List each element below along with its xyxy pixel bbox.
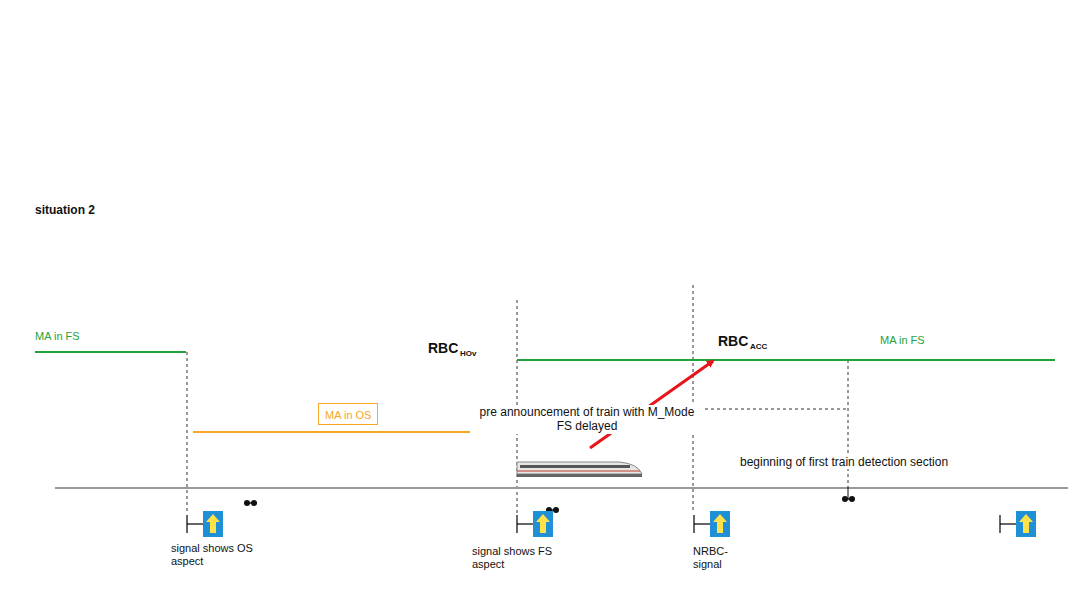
rbc-subscript: ACC [750,342,767,352]
rbc-label: RBC [718,333,748,350]
signal-label: signal shows FS aspect [472,545,564,571]
ma-box: MA in OS [318,403,378,425]
rbc-label: RBC [428,340,458,357]
note-text: beginning of first train detection secti… [738,455,950,469]
rbc-subscript: HOv [460,349,476,359]
diagram-title: situation 2 [35,203,95,217]
signal-label: NRBC- signal [693,545,743,571]
note-text: pre announcement of train with M_Mode FS… [470,405,704,434]
box-label: MA in OS [325,409,371,421]
signal-label: signal shows OS aspect [171,542,263,568]
ma-label: MA in FS [35,330,80,343]
ma-label: MA in FS [880,334,925,347]
